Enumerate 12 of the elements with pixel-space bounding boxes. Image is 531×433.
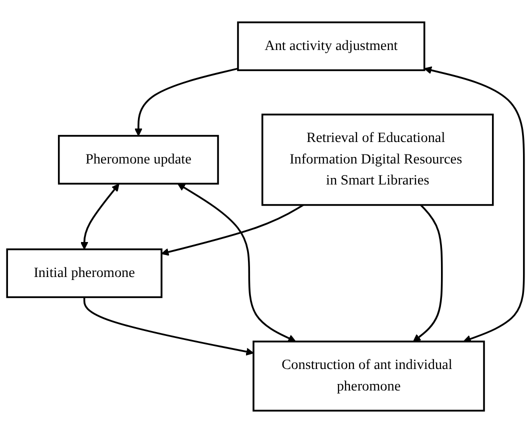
- arrow: [80, 184, 120, 250]
- arrow: [83, 297, 254, 356]
- arrow: [412, 204, 443, 342]
- arrow: [177, 183, 296, 342]
- node-box: Pheromone update: [58, 134, 219, 185]
- arrow: [134, 68, 238, 136]
- node-box: Retrieval of Educational Information Digital Resources in Smart Libraries: [261, 114, 494, 206]
- arrow: [424, 66, 525, 343]
- node-box: Ant activity adjustment: [237, 21, 426, 72]
- node-box: Construction of ant individual pheromone: [252, 340, 485, 412]
- arrow: [161, 204, 304, 256]
- node-box: Initial pheromone: [6, 248, 162, 298]
